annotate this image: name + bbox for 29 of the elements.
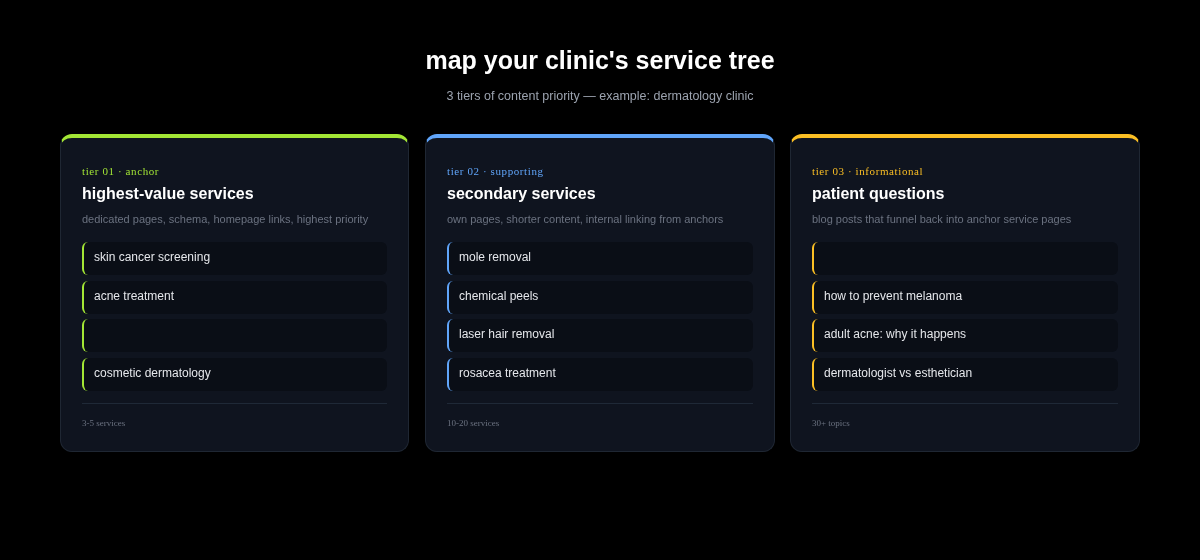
empty-list-item: [812, 242, 1118, 275]
tier-label: tier 03 · informational: [812, 164, 924, 178]
subtitle: 3 tiers of content priority — example: dermatology clinic: [446, 88, 754, 104]
list-item: cosmetic dermatology: [82, 357, 387, 391]
list-item: how to prevent melanoma: [812, 280, 1118, 314]
card-description: blog posts that funnel back into anchor service pages: [812, 212, 1072, 226]
card-description: own pages, shorter content, internal linking from anchors: [447, 212, 724, 226]
list-item: dermatologist vs esthetician: [812, 357, 1118, 391]
count-note: 30+ topics: [812, 416, 850, 429]
list-item: acne treatment: [82, 280, 387, 314]
tier-card: [425, 134, 775, 452]
list-item: chemical peels: [447, 280, 753, 314]
count-note: 3-5 services: [82, 416, 126, 429]
count-note: 10-20 services: [447, 416, 500, 429]
diagram-title: map your clinic's service tree: [425, 45, 775, 76]
list-item: mole removal: [447, 242, 753, 275]
tier-card: [790, 134, 1140, 452]
empty-list-item: [82, 319, 387, 352]
list-item: skin cancer screening: [82, 242, 387, 275]
card-description: dedicated pages, schema, homepage links, highest priority: [82, 212, 369, 226]
list-item: laser hair removal: [447, 319, 753, 352]
card-heading: highest-value services: [82, 184, 254, 204]
tier-card: [60, 134, 409, 452]
card-heading: patient questions: [812, 184, 945, 204]
tier-label: tier 02 · supporting: [447, 164, 544, 178]
list-item: adult acne: why it happens: [812, 319, 1118, 352]
card-heading: secondary services: [447, 184, 596, 204]
tier-label: tier 01 · anchor: [82, 164, 160, 178]
list-item: rosacea treatment: [447, 357, 753, 391]
